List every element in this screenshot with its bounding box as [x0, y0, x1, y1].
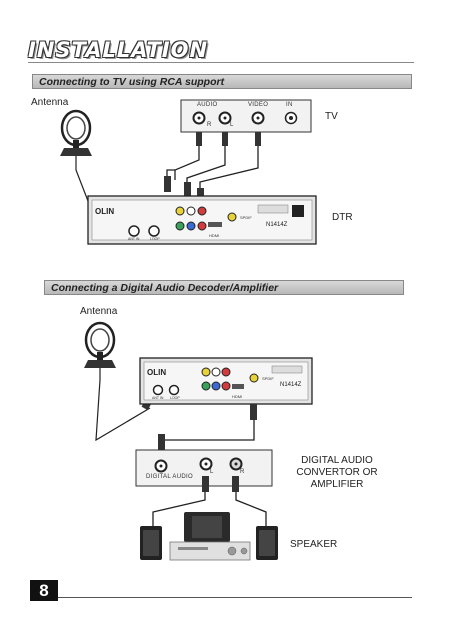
dtr-hdmi-label: HDMI — [209, 233, 219, 238]
tv-audio-label: AUDIO — [197, 102, 218, 108]
spdif-coax-cable — [158, 404, 257, 452]
dtr-loop-label: LOOP — [150, 237, 160, 241]
dtr-hdmi-port — [208, 222, 222, 227]
dtr-label: DTR — [332, 212, 353, 223]
speaker-label: SPEAKER — [290, 539, 338, 550]
tv-video-label: VIDEO — [248, 102, 269, 108]
dtr-ant-in-jack — [128, 225, 140, 237]
antenna-icon — [60, 109, 92, 156]
tv-label: TV — [325, 111, 338, 122]
decoder-label: DIGITAL AUDIO CONVERTOR OR AMPLIFIER — [282, 455, 392, 491]
decoder-l-label: L — [210, 469, 214, 475]
decoder-label-line-2: CONVERTOR OR — [296, 467, 378, 478]
dtr-2-ant-in-jack — [152, 384, 164, 396]
tv-r-label: R — [207, 122, 212, 128]
tv-in-label: IN — [286, 102, 293, 108]
decoder-label-line-1: DIGITAL AUDIO — [301, 455, 373, 466]
section-heading-audio: Connecting a Digital Audio Decoder/Ampli… — [44, 280, 404, 295]
dtr-2-hdmi-label: HDMI — [232, 394, 242, 399]
footer-divider — [30, 597, 412, 598]
dtr-ant-in-label: ANT IN — [128, 237, 140, 241]
speaker-system-image — [140, 512, 278, 561]
dtr-2-spdif-label: SPDIF — [262, 376, 274, 381]
dtr-2-brand: OLIN — [147, 368, 166, 377]
decoder-label-line-3: AMPLIFIER — [310, 479, 364, 490]
dtr-2-spdif-jack — [249, 373, 259, 383]
tv-l-label: L — [230, 122, 234, 128]
antenna-icon-2 — [84, 321, 116, 368]
dtr-2-rca-jacks — [201, 367, 231, 391]
dtr-spdif-label: SPDIF — [240, 215, 252, 220]
dtr-2-model: N1414Z — [280, 382, 302, 388]
dtr-model: N1414Z — [266, 222, 288, 228]
dtr-power-socket — [292, 205, 304, 217]
section-heading-rca: Connecting to TV using RCA support — [32, 74, 412, 89]
antenna-cable-2 — [95, 368, 151, 442]
page-title: INSTALLATION — [28, 38, 209, 62]
title-divider — [28, 62, 414, 63]
rca-cable-set-top — [164, 132, 261, 202]
dtr-spdif-jack — [227, 212, 237, 222]
decoder-r-label: R — [240, 469, 245, 475]
speaker-cables — [152, 476, 267, 526]
page-number: 8 — [30, 580, 58, 601]
dtr-2-loop-label: LOOP — [170, 396, 180, 400]
antenna-2-label: Antenna — [80, 306, 118, 317]
dtr-2-hdmi-port — [232, 384, 244, 389]
dtr-rca-jacks — [175, 206, 207, 231]
dtr-brand: OLIN — [95, 207, 114, 216]
dtr-2-ant-in-label: ANT IN — [152, 396, 164, 400]
dtr-loop-jack — [148, 225, 160, 237]
decoder-digital-audio-label: DIGITAL AUDIO — [146, 474, 193, 480]
antenna-label: Antenna — [31, 97, 69, 108]
dtr-2-loop-jack — [168, 384, 180, 396]
